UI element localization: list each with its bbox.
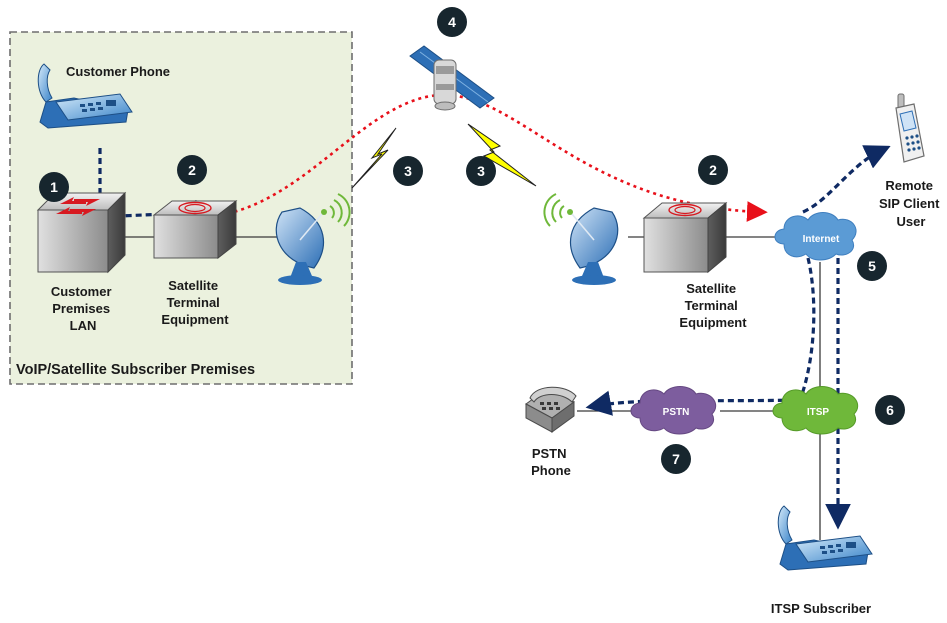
satellite-terminal-right <box>642 201 728 274</box>
internet-cloud: Internet <box>774 212 857 261</box>
satellite-terminal-icon <box>642 201 728 274</box>
satellite-dish-right <box>543 193 619 285</box>
satellite-dish-left <box>275 193 351 285</box>
satellite-icon <box>409 45 495 111</box>
step-badge-6: 6 <box>875 395 905 425</box>
step-badge-4: 4 <box>437 7 467 37</box>
satellite-dish-icon <box>275 193 351 285</box>
step-badge-7: 7 <box>661 444 691 474</box>
svg-text:3: 3 <box>477 163 485 179</box>
pstn-cloud-label: PSTN <box>663 407 690 418</box>
lightning-icon <box>467 123 537 187</box>
step-badge-5: 5 <box>857 251 887 281</box>
svg-text:2: 2 <box>709 162 717 178</box>
itsp-cloud: ITSP <box>772 386 859 435</box>
satellite-dish-icon <box>543 193 619 285</box>
customer-phone-label: Customer Phone <box>66 64 170 79</box>
lan-switch <box>36 191 127 274</box>
step-badge-1: 1 <box>39 172 69 202</box>
desk-phone-icon <box>37 63 133 129</box>
pstn-phone <box>525 386 577 433</box>
lan-label: Customer Premises LAN <box>51 284 115 333</box>
itsp-label: ITSP <box>807 407 830 418</box>
step-badge-3-left: 3 <box>393 156 423 186</box>
step-badge-2-left: 2 <box>177 155 207 185</box>
step-badge-2-right: 2 <box>698 155 728 185</box>
pstn-phone-label: PSTN Phone <box>531 446 571 478</box>
cell-phone-icon <box>895 93 925 163</box>
svg-text:5: 5 <box>868 258 876 274</box>
customer-phone <box>37 63 133 129</box>
lan-switch-icon <box>36 191 127 274</box>
svg-text:4: 4 <box>448 14 456 30</box>
satellite-terminal-left <box>152 199 238 260</box>
cloud-icon <box>630 386 717 435</box>
ste-left-label: Satellite Terminal Equipment <box>161 278 229 327</box>
cloud-icon <box>772 386 859 435</box>
satellite-terminal-icon <box>152 199 238 260</box>
itsp-subscriber-label: ITSP Subscriber <box>771 601 871 616</box>
itsp-subscriber-phone <box>777 505 873 571</box>
desk-phone-icon <box>777 505 873 571</box>
remote-label: Remote SIP Client User <box>879 178 943 229</box>
lightning-right <box>467 123 537 187</box>
svg-text:3: 3 <box>404 163 412 179</box>
internet-label: Internet <box>803 234 840 245</box>
step-badge-3-right: 3 <box>466 156 496 186</box>
svg-text:6: 6 <box>886 402 894 418</box>
cloud-icon <box>774 212 857 261</box>
pstn-cloud: PSTN <box>630 386 717 435</box>
remote-sip-client <box>895 93 925 163</box>
ste-right-label: Satellite Terminal Equipment <box>679 281 747 330</box>
svg-text:1: 1 <box>50 179 58 195</box>
premises-title: VoIP/Satellite Subscriber Premises <box>16 362 255 378</box>
satellite <box>409 45 495 111</box>
lightning-icon <box>351 127 397 189</box>
svg-text:7: 7 <box>672 451 680 467</box>
pstn-phone-icon <box>525 386 577 433</box>
lightning-left <box>351 127 397 189</box>
svg-text:2: 2 <box>188 162 196 178</box>
